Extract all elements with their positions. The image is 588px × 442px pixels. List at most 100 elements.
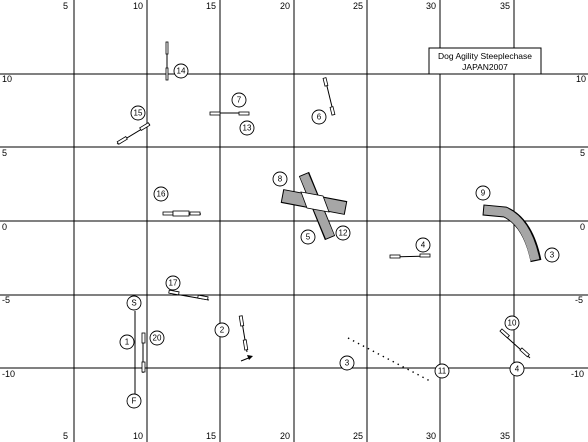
x-tick-label: 25 [353,1,363,11]
x-tick-label: 30 [426,1,436,11]
marker-circle [434,363,450,379]
marker-circle [231,92,247,108]
jump-center-board [172,210,190,217]
x-tick-label: 35 [500,1,510,11]
number-marker-17: 15 [130,105,146,121]
marker-label: S [131,299,136,308]
jump-wing [189,211,201,216]
marker-label: 3 [550,251,555,260]
marker-circle [300,229,316,245]
marker-circle [272,171,288,187]
left-axis-labels: 10 5 0 -5 -10 [2,74,15,379]
x-tick-label: 5 [63,431,68,441]
jump-16 [165,41,169,81]
x-tick-label: 30 [426,431,436,441]
number-marker-15: 13 [239,120,255,136]
number-marker-14: 12 [335,225,351,241]
marker-circle [214,322,230,338]
marker-circle [415,237,431,253]
jump-wing [116,136,128,145]
number-marker-16: 14 [173,63,189,79]
jump-wing [242,339,249,351]
y-tick-label: 5 [580,148,585,158]
jump-wing [389,254,401,259]
jump-wing [238,111,250,116]
y-tick-label: 10 [576,74,586,84]
marker-circle [149,330,165,346]
marker-circle [311,109,327,125]
number-marker-7: 5 [300,229,316,245]
marker-label: 6 [317,113,322,122]
marker-circle [509,361,525,377]
marker-circle [475,185,491,201]
jump-17 [116,122,151,145]
x-tick-label: 10 [133,1,143,11]
x-tick-label: 15 [206,431,216,441]
course-title-box: Dog Agility Steeplechase JAPAN2007 [428,47,542,75]
y-tick-label: 5 [2,148,7,158]
y-tick-label: 0 [580,222,585,232]
x-tick-label: 10 [133,431,143,441]
marker-label: F [132,397,137,406]
tunnel-crossing-section [300,191,330,213]
jump-wing [519,347,530,358]
marker-circle [126,393,142,409]
marker-circle [339,355,355,371]
finish-marker: F [126,393,142,409]
number-marker-1: 1 [119,334,135,350]
marker-label: 11 [438,367,447,376]
jump-20 [141,332,146,373]
x-tick-label: 20 [280,431,290,441]
jump-19 [168,289,210,301]
marker-circle [153,186,169,202]
y-tick-label: 0 [2,222,7,232]
marker-label: 2 [220,326,225,335]
marker-circle [119,334,135,350]
jump-wing [141,361,146,373]
curved-tunnel-fill [483,205,540,261]
number-marker-13: 11 [434,363,450,379]
top-axis-labels: 5 10 15 20 25 30 35 [63,1,510,11]
dotted-path [347,337,433,383]
jump-wing [329,106,336,116]
jump-8 [322,77,336,116]
number-marker-12: 10 [504,315,520,331]
number-marker-19: 17 [165,275,181,291]
marker-label: 5 [306,233,311,242]
marker-label: 1 [125,338,130,347]
jump-wing [419,253,431,258]
jump-wing [162,211,174,216]
number-marker-8: 6 [311,109,327,125]
jump-wing [238,315,245,327]
jump-12 [499,328,531,359]
number-marker-2: 2 [214,322,230,338]
marker-label: 10 [508,319,517,328]
marker-label: 9 [481,189,486,198]
number-marker-11: 9 [475,185,491,201]
y-tick-label: -5 [575,295,583,305]
bottom-axis-labels: 5 10 15 20 25 30 35 [63,431,510,441]
title-line-1: Dog Agility Steeplechase [438,51,532,61]
marker-label: 8 [278,175,283,184]
x-tick-label: 20 [280,1,290,11]
x-tick-label: 35 [500,431,510,441]
marker-label: 20 [153,334,162,343]
y-tick-label: -5 [2,295,10,305]
marker-label: 17 [169,279,178,288]
x-tick-label: 5 [63,1,68,11]
y-tick-label: -10 [571,369,584,379]
x-tick-label: 25 [353,431,363,441]
jump-wing [168,289,180,296]
marker-circle [173,63,189,79]
jump-wing [165,67,169,81]
title-frame [428,47,542,75]
marker-label: 16 [157,190,166,199]
jump-wing [165,41,169,55]
jump-wing [322,77,329,87]
jump-wing [197,294,209,301]
number-marker-5: 3 [544,247,560,263]
marker-circle [165,275,181,291]
marker-label: 14 [177,67,186,76]
number-marker-6: 4 [415,237,431,253]
number-marker-10: 8 [272,171,288,187]
